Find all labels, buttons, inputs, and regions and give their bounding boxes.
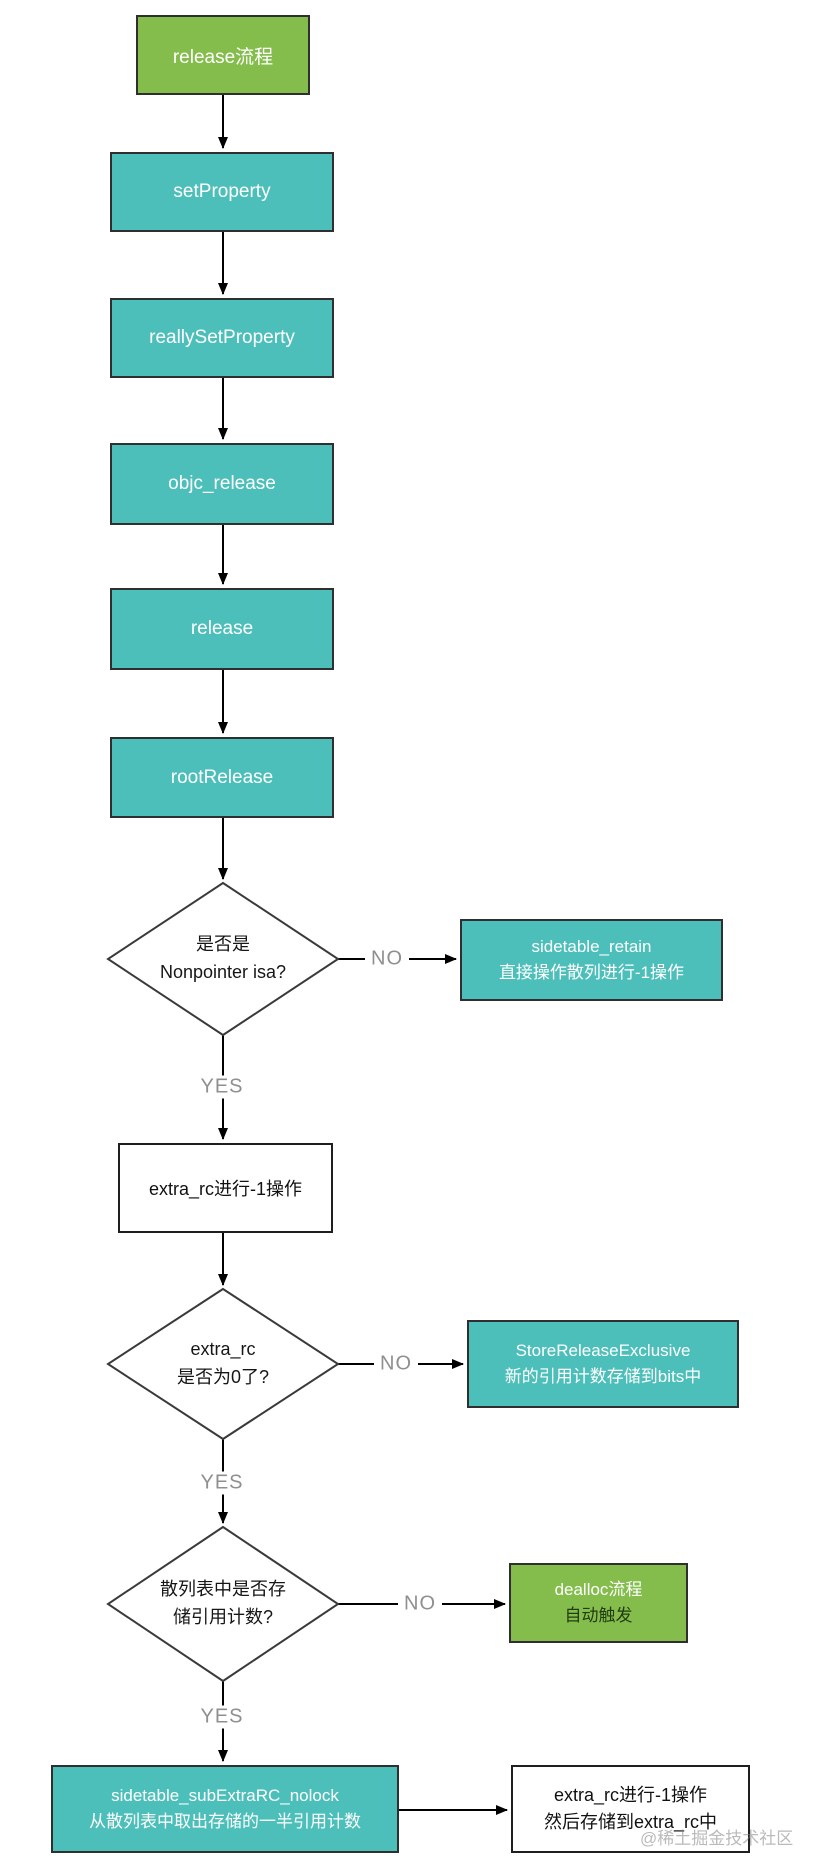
node-sidetable-retain: sidetable_retain 直接操作散列进行-1操作 [460,919,723,1001]
node-root-release: rootRelease [110,737,334,818]
decision-sidetable-stored-text: 散列表中是否存 储引用计数? [160,1576,286,1632]
node-extra-rc-decrement: extra_rc进行-1操作 [118,1143,333,1233]
node-extra-rc-store-back-line2: 然后存储到extra_rc中 [543,1812,718,1832]
node-start-label: release流程 [172,46,274,68]
node-start: release流程 [136,15,310,95]
node-root-release-label: rootRelease [170,766,274,788]
node-release-label: release [190,618,254,639]
node-sidetable-sub-extra-rc-nolock: sidetable_subExtraRC_nolock 从散列表中取出存储的一半… [51,1765,399,1853]
node-sidetable-retain-line1: sidetable_retain [531,936,652,956]
node-objc-release-label: objc_release [168,473,276,494]
edge-label-yes-nonpointer: YES [194,1075,250,1099]
node-release: release [110,588,334,670]
juejin-watermark: @稀土掘金技术社区 [640,1829,794,1848]
node-extra-rc-store-back-line1: extra_rc进行-1操作 [553,1785,708,1805]
decision-sidetable-stored-line2: 储引用计数? [172,1607,273,1627]
node-store-release-exclusive: StoreReleaseExclusive 新的引用计数存储到bits中 [467,1320,739,1408]
node-dealloc: dealloc流程 自动触发 [509,1563,688,1643]
node-really-set-property: reallySetProperty [110,298,334,378]
node-set-property-label: setProperty [173,181,271,202]
edge-label-yes-extra-rc-zero: YES [194,1471,250,1495]
node-sidetable-sub-extra-rc-nolock-line2: 从散列表中取出存储的一半引用计数 [89,1812,361,1831]
decision-diamond-nonpointer [106,881,340,1037]
node-dealloc-line2: 自动触发 [564,1606,633,1625]
node-set-property: setProperty [110,152,334,232]
decision-nonpointer-line1: 是否是 [196,934,250,955]
node-sidetable-retain-line2: 直接操作散列进行-1操作 [498,963,685,982]
node-objc-release: objc_release [110,443,334,525]
decision-sidetable-stored-line1: 散列表中是否存 [160,1579,286,1600]
node-store-release-exclusive-line2: 新的引用计数存储到bits中 [504,1367,702,1386]
decision-diamond-extra-rc-zero [106,1287,340,1441]
edge-label-yes-sidetable-stored: YES [194,1705,250,1729]
edge-label-no-extra-rc-zero: NO [374,1352,418,1376]
edge-label-no-sidetable-stored: NO [398,1592,442,1616]
node-store-release-exclusive-line1: StoreReleaseExclusive [515,1340,691,1360]
node-dealloc-line1: dealloc流程 [554,1579,643,1599]
node-really-set-property-label: reallySetProperty [149,327,295,348]
decision-diamond-sidetable-stored [106,1525,340,1683]
edge-label-no-nonpointer: NO [365,947,409,971]
node-extra-rc-store-back: extra_rc进行-1操作 然后存储到extra_rc中 [511,1765,750,1853]
node-sidetable-sub-extra-rc-nolock-line1: sidetable_subExtraRC_nolock [111,1785,339,1805]
decision-nonpointer-text: 是否是 Nonpointer isa? [160,931,286,987]
decision-extra-rc-zero-line2: 是否为0了? [176,1367,270,1387]
node-extra-rc-decrement-label: extra_rc进行-1操作 [148,1179,303,1199]
decision-extra-rc-zero-text: extra_rc 是否为0了? [177,1336,269,1392]
decision-extra-rc-zero-line1: extra_rc [190,1339,256,1360]
decision-nonpointer-line2: Nonpointer isa? [159,962,287,982]
